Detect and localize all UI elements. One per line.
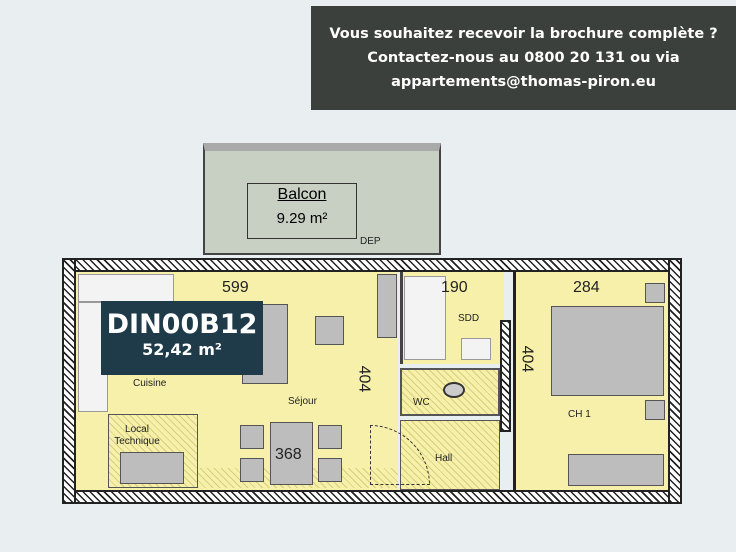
unit-area: 52,42 m² [142,340,222,359]
chair [318,425,342,449]
dim-sejour-depth: 404 [355,365,373,393]
nightstand [645,400,665,420]
balcony-label-box: Balcon 9.29 m² [247,183,357,239]
dep-label: DEP [360,236,381,247]
brochure-contact-banner: Vous souhaitez recevoir la brochure comp… [311,6,736,110]
dim-ch1-width: 284 [573,279,600,296]
armchair [315,316,344,345]
room-label-hall: Hall [435,453,453,464]
dim-ch1-depth: 404 [518,345,536,373]
toilet-icon [443,382,465,398]
kitchen-counter [78,274,174,302]
chair [318,458,342,482]
wardrobe [568,454,664,486]
chair [240,425,264,449]
wall-left [62,258,76,504]
boiler [120,452,184,484]
room-label-wc: WC [413,397,430,408]
shower [404,276,446,360]
banner-line-3[interactable]: appartements@thomas-piron.eu [391,74,656,90]
bed [551,306,664,396]
room-label-sejour: Séjour [288,396,317,407]
balcony-label: Balcon [277,186,327,203]
unit-badge: DIN00B12 52,42 m² [101,301,263,375]
wall-top [62,258,682,272]
room-label-cuisine: Cuisine [133,378,167,389]
dim-sejour-width: 599 [222,279,249,296]
banner-line-2: Contactez-nous au 0800 20 131 ou via [367,50,680,66]
balcony [203,143,441,255]
banner-line-1: Vous souhaitez recevoir la brochure comp… [329,26,718,42]
dining-table [270,422,313,485]
room-label-sdd: SDD [458,313,480,324]
wall-right [668,258,682,504]
cabinet [377,274,397,338]
room-label-ch1: CH 1 [568,409,591,420]
unit-code: DIN00B12 [106,309,258,340]
dim-table: 368 [275,446,302,463]
wall-bottom [62,490,682,504]
room-label-local: Local Technique [114,424,160,447]
sink [461,338,491,360]
wall-partition [500,320,511,432]
balcony-area: 9.29 m² [276,210,328,227]
chair [240,458,264,482]
dim-sdd-width: 190 [441,279,468,296]
nightstand [645,283,665,303]
